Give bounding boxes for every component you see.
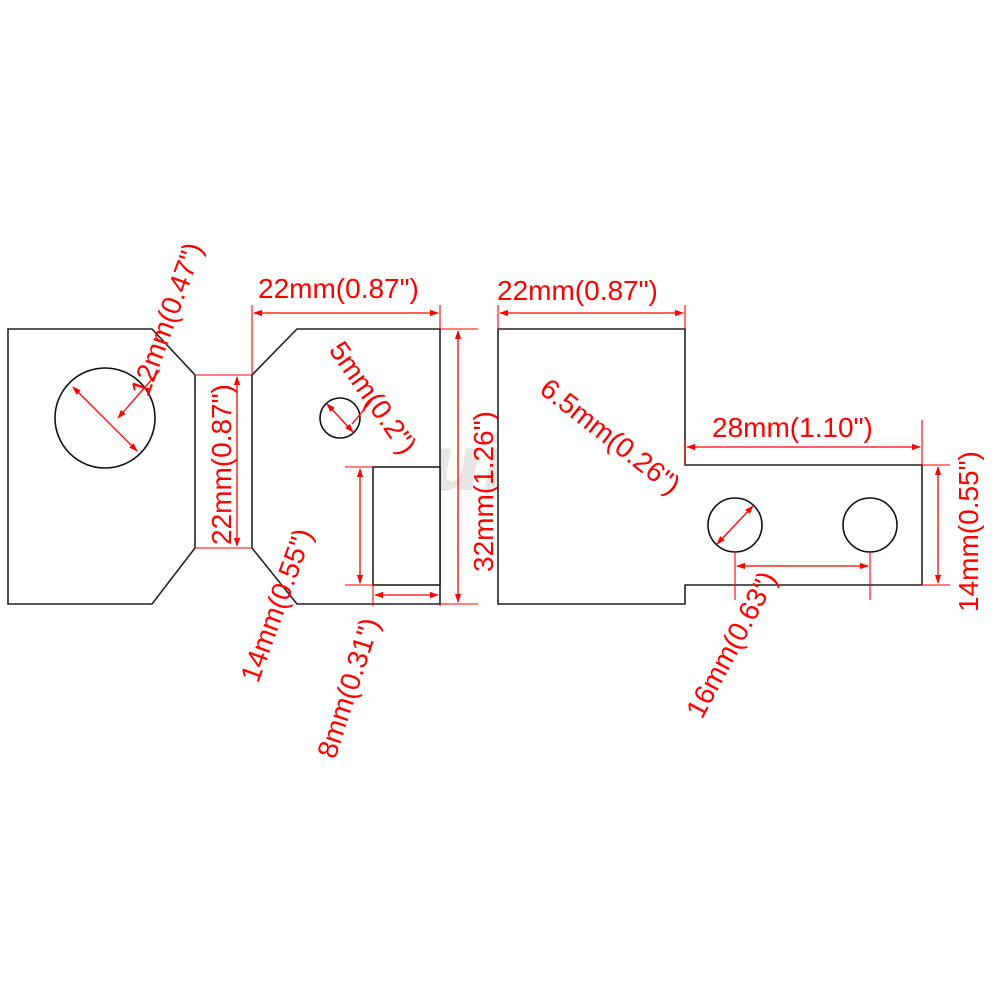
tab-length-label: 28mm(1.10") <box>712 412 873 443</box>
slot-width-label: 8mm(0.31") <box>311 614 385 762</box>
bend-width-label: 22mm(0.87") <box>206 384 237 545</box>
large-hole-diameter-arrow <box>72 386 138 452</box>
middle-slot <box>372 466 441 586</box>
right-hole-diameter-arrow <box>716 505 754 545</box>
bend-width-dimension: 22mm(0.87") <box>195 374 262 549</box>
right-part: 6.5mm(0.26") 22mm(0.87") 28mm(1.10") 14m… <box>497 275 984 723</box>
right-hole-right <box>842 497 898 553</box>
small-hole-leader <box>351 399 373 425</box>
total-height-label: 32mm(1.26") <box>468 411 499 572</box>
large-hole-leader-arrow <box>117 369 161 419</box>
middle-part: 5mm(0.2") 22mm(0.87") 32mm(1.26") 14mm(0… <box>235 273 499 762</box>
small-hole-diameter-arrow <box>326 403 354 433</box>
right-part-outline <box>497 328 923 605</box>
middle-width-label: 22mm(0.87") <box>258 273 419 304</box>
right-top-width-label: 22mm(0.87") <box>497 275 658 306</box>
left-end-part: 12mm(0.47") <box>7 238 209 605</box>
tab-height-label: 14mm(0.55") <box>953 451 984 612</box>
hole-spacing-label: 16mm(0.63") <box>680 566 783 723</box>
